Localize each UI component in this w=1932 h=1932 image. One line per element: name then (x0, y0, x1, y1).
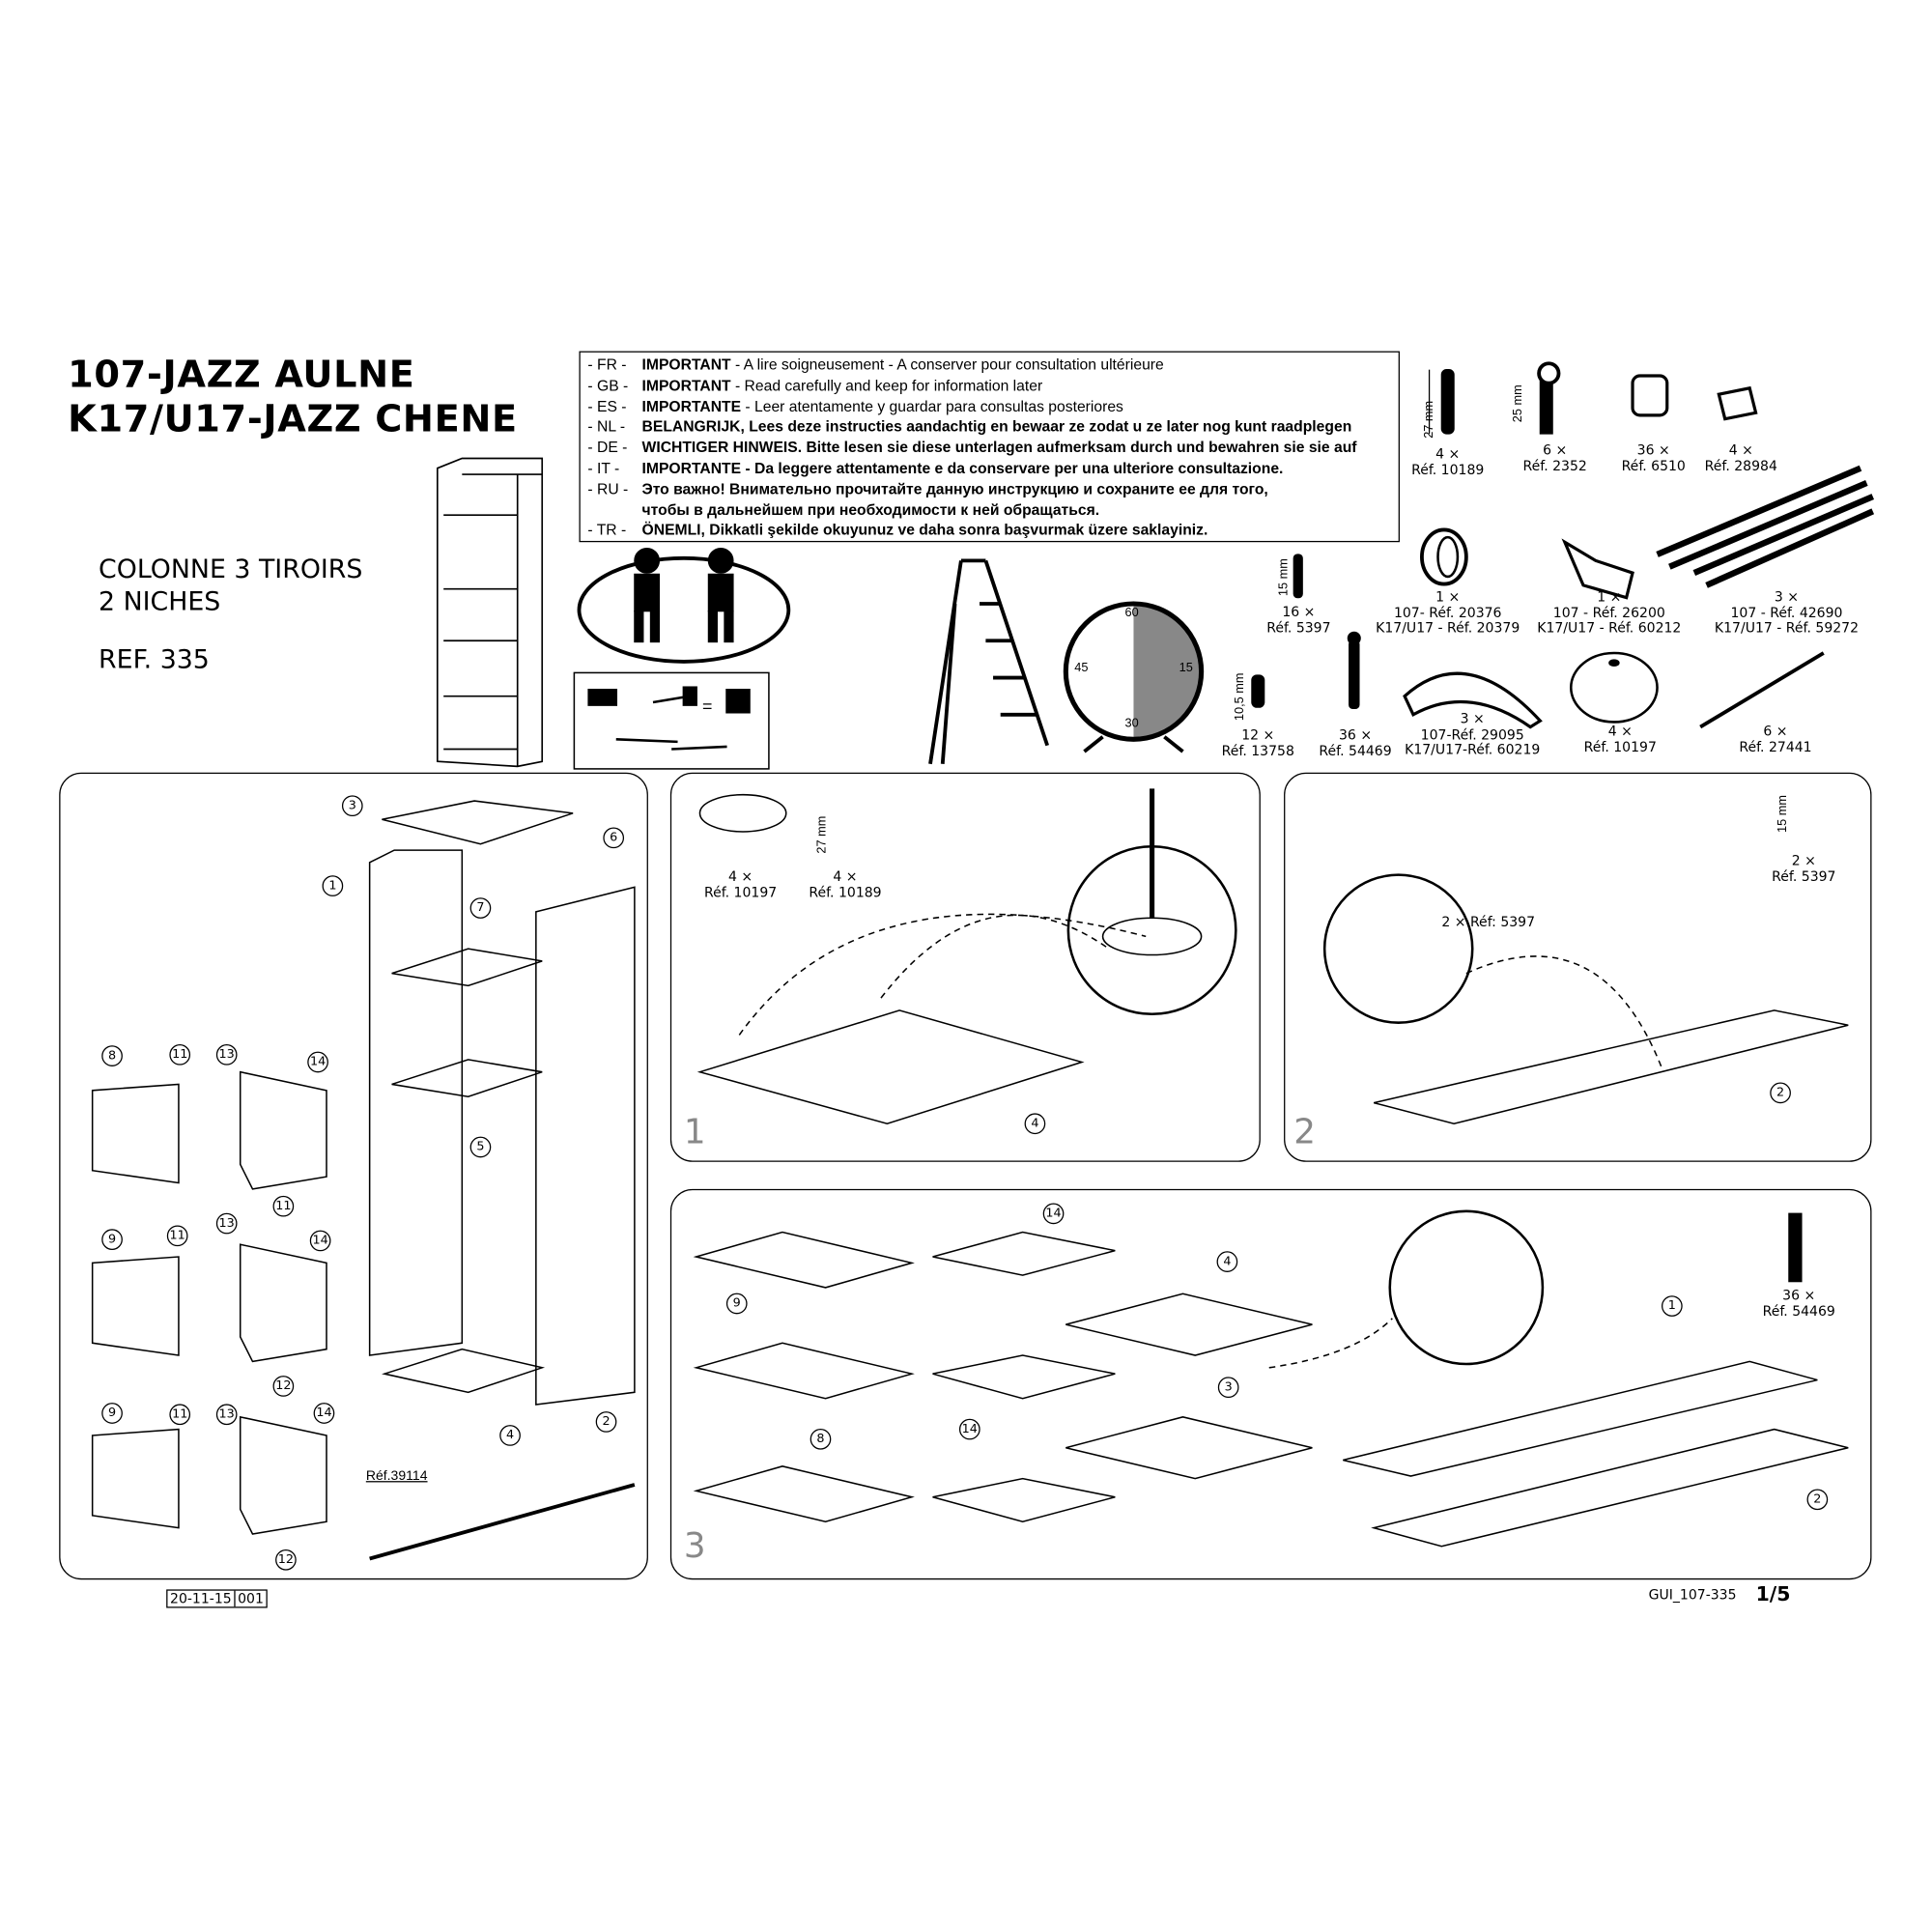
callout: 11 (166, 1225, 188, 1247)
notice-row-tr: - TR -ÖNEMLI, Dikkatli şekilde okuyunuz … (587, 522, 1208, 539)
notice-row-nl: - NL -BELANGRIJK, Lees deze instructies … (587, 417, 1352, 436)
hardware-item-13758: 12 ×Réf. 13758 (1221, 726, 1294, 759)
callout: 9 (725, 1293, 748, 1315)
notice-row-ru-2: чтобы в дальнейшем при необходимости к н… (641, 500, 1100, 519)
tools-icon: = (587, 686, 751, 751)
rail-ref: Réf.39114 (365, 1468, 428, 1484)
callout: 3 (1217, 1377, 1239, 1399)
callout: 13 (215, 1043, 238, 1065)
callout: 4 (1216, 1251, 1238, 1272)
ladder-icon (928, 558, 1049, 765)
step1-drawing (696, 788, 1237, 1125)
callout: 14 (307, 1051, 328, 1073)
hardware-item-5397: 16 ×Réf. 5397 (1266, 603, 1331, 636)
callout: 12 (275, 1548, 297, 1571)
step3-drawing (693, 1209, 1849, 1548)
step2-part-5397: 2 ×Réf. 5397 (1772, 852, 1836, 885)
callout: 7 (469, 897, 492, 919)
callout: 14 (958, 1418, 980, 1440)
step2-drawing (1322, 873, 1849, 1125)
callout: 8 (101, 1045, 123, 1066)
hardware-item-2352: 6 ×Réf. 2352 (1522, 441, 1587, 474)
two-person-icon (577, 547, 791, 664)
callout: 6 (603, 827, 625, 849)
callout: 13 (215, 1404, 238, 1426)
step1-part-10197: 4 ×Réf. 10197 (703, 868, 778, 900)
notice-row-fr: - FR -IMPORTANT - A lire soigneusement -… (587, 355, 1164, 374)
callout: 2 (595, 1411, 617, 1433)
clock-icon (1063, 601, 1205, 753)
product-subtitle-2: 2 NICHES (99, 586, 221, 616)
step3-part-54469: 36 ×Réf. 54469 (1762, 1287, 1835, 1320)
clock-label-15: 15 (1179, 661, 1193, 675)
panel-step-3 (669, 1188, 1872, 1580)
exploded-cabinet-drawing (91, 800, 636, 1561)
step-number-1: 1 (683, 1111, 706, 1152)
dim-10-5mm: 10,5 mm (1233, 672, 1247, 722)
callout: 12 (272, 1376, 295, 1397)
hardware-item-27441: 6 ×Réf. 27441 (1739, 723, 1812, 755)
callout: 11 (169, 1043, 191, 1065)
cabinet-overview-drawing (436, 457, 544, 768)
callout: 14 (313, 1403, 335, 1424)
step-number-3: 3 (683, 1525, 706, 1567)
callout: 2 (1770, 1082, 1791, 1104)
hardware-icons (1251, 361, 1875, 729)
product-ref: REF. 335 (99, 644, 210, 674)
callout: 13 (215, 1212, 238, 1235)
footer-page-number: 1/5 (1755, 1581, 1791, 1605)
notice-row-ru: - RU -Это важно! Внимательно прочитайте … (587, 480, 1268, 498)
dim-15mm: 15 mm (1277, 558, 1292, 597)
notice-row-gb: - GB -IMPORTANT - Read carefully and kee… (587, 377, 1043, 394)
hardware-item-10189: 4 ×Réf. 10189 (1411, 445, 1485, 478)
callout: 8 (810, 1428, 832, 1450)
clock-label-45: 45 (1074, 661, 1089, 675)
callout: 9 (101, 1403, 123, 1424)
callout: 14 (309, 1230, 331, 1252)
callout: 2 (1806, 1489, 1829, 1511)
hardware-item-54469: 36 ×Réf. 54469 (1319, 726, 1392, 759)
panel-step-2 (1284, 772, 1872, 1162)
callout: 9 (101, 1229, 123, 1250)
tools-box (573, 671, 770, 770)
callout: 5 (469, 1136, 492, 1158)
svg-text:=: = (702, 696, 712, 716)
step2-dim: 15 mm (1776, 794, 1791, 833)
notice-row-de: - DE -WICHTIGER HINWEIS. Bitte lesen sie… (587, 439, 1357, 457)
callout: 11 (169, 1404, 191, 1426)
footer-doc-code: GUI_107-335 (1648, 1586, 1737, 1604)
panel-step-1 (669, 772, 1261, 1162)
hardware-item-6510: 36 ×Réf. 6510 (1621, 441, 1686, 474)
callout: 1 (322, 875, 344, 896)
hardware-item-28984: 4 ×Réf. 28984 (1704, 441, 1777, 474)
panel-exploded-view (59, 772, 648, 1580)
step1-part-10189: 4 ×Réf. 10189 (809, 868, 882, 900)
callout: 4 (1024, 1113, 1046, 1135)
product-title-1: 107-JAZZ AULNE (68, 354, 415, 397)
notice-row-it: - IT -IMPORTANTE - Da leggere attentamen… (587, 459, 1284, 477)
notice-row-es: - ES -IMPORTANTE - Leer atentamente y gu… (587, 397, 1123, 415)
step-number-2: 2 (1293, 1111, 1317, 1152)
product-title-2: K17/U17-JAZZ CHENE (68, 397, 518, 441)
callout: 3 (341, 795, 363, 817)
step2-detail-label: 2 × Réf: 5397 (1441, 914, 1536, 931)
callout: 14 (1042, 1203, 1065, 1225)
product-subtitle-1: COLONNE 3 TIROIRS (99, 554, 363, 584)
callout: 1 (1662, 1295, 1683, 1317)
hardware-item-10197: 4 ×Réf. 10197 (1583, 723, 1657, 755)
step1-dim: 27 mm (815, 815, 830, 854)
dim-27mm: 27 mm (1422, 400, 1436, 439)
important-notice-box: - FR -IMPORTANT - A lire soigneusement -… (579, 351, 1400, 543)
clock-label-60: 60 (1124, 606, 1139, 620)
dim-25mm: 25 mm (1511, 384, 1525, 423)
callout: 11 (272, 1195, 295, 1217)
clock-label-30: 30 (1124, 717, 1139, 731)
callout: 4 (499, 1425, 521, 1446)
